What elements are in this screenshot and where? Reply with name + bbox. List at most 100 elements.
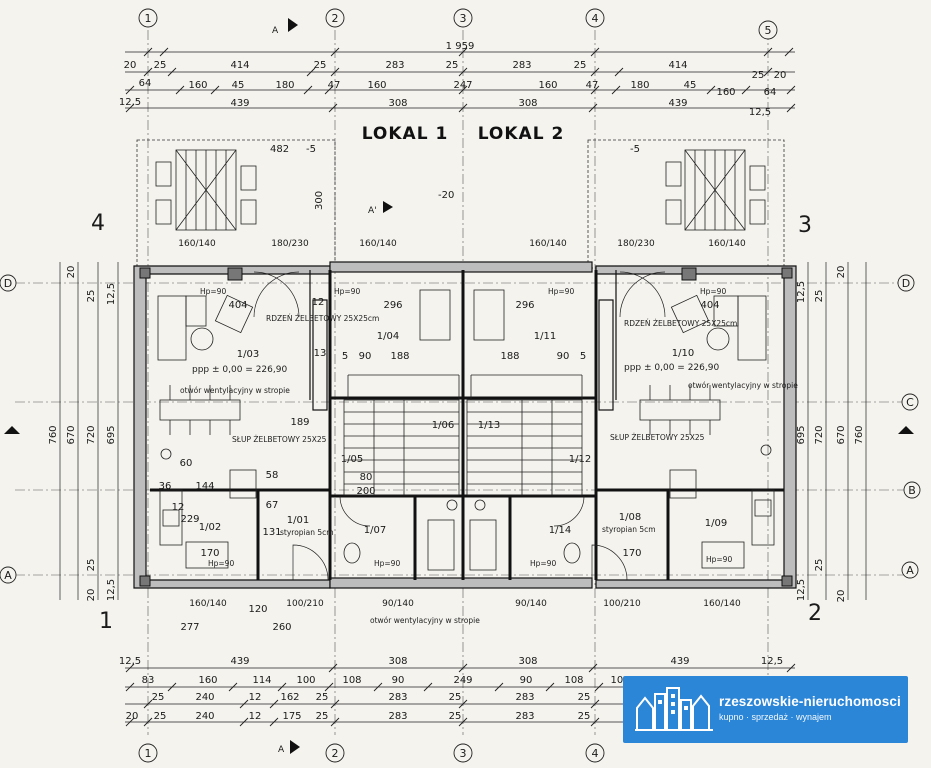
dim-top-r1: 25 (154, 60, 167, 71)
corner-number-2: 2 (808, 601, 822, 626)
dim-left: 20 (86, 589, 97, 602)
corner-number-1: 1 (99, 609, 113, 634)
section-mark-top: A (272, 26, 279, 36)
note-hp: Hp=90 (200, 287, 226, 296)
inner-dim: 189 (290, 417, 309, 428)
dim-top-r2: 64 (139, 78, 152, 89)
dim-bottom-r4: 283 (515, 711, 534, 722)
dim-bottom-r4: 240 (195, 711, 214, 722)
dim-bottom-r2: 108 (342, 675, 361, 686)
dim-top-r2: 180 (275, 80, 294, 91)
dim-left: 12,5 (106, 283, 117, 305)
inner-dim: 13 (314, 348, 327, 359)
dim-top-r1: 20 (124, 60, 137, 71)
room-1-14: 1/14 (549, 525, 571, 536)
inner-dim: 200 (356, 486, 375, 497)
inner-dim: 170 (200, 548, 219, 559)
dim-top-r2: 47 (586, 80, 599, 91)
dim-bottom-r2: 83 (142, 675, 155, 686)
note-hp: Hp=90 (374, 559, 400, 568)
opening-label: 90/140 (382, 599, 414, 609)
axis-right-a: A (906, 564, 914, 577)
terrace-dim: 482 (270, 144, 289, 155)
dim-top-r2: 45 (684, 80, 697, 91)
dim-top-r1: 283 (512, 60, 531, 71)
corner-number-3: 3 (798, 213, 812, 238)
dim-top-r2: 160 (716, 87, 735, 98)
dim-left: 12,5 (106, 579, 117, 601)
inner-dim: 296 (515, 300, 534, 311)
room-1-12: 1/12 (569, 454, 591, 465)
lokal-2-label: LOKAL 2 (478, 124, 565, 144)
dim-top-r1: 25 (574, 60, 587, 71)
dim-top-r2: 160 (188, 80, 207, 91)
room-1-09: 1/09 (705, 518, 727, 529)
inner-dim: 12 (312, 297, 325, 308)
inner-dim: 5 (342, 351, 348, 362)
axis-bottom-2: 2 (332, 747, 339, 760)
dim-left: 760 (48, 425, 59, 444)
terrace-dim: -5 (630, 144, 640, 155)
terrace-dim: -5 (306, 144, 316, 155)
axis-right-b: B (908, 484, 916, 497)
inner-dim: 277 (180, 622, 199, 633)
note-hp: Hp=90 (548, 287, 574, 296)
opening-label: 180/230 (617, 239, 655, 249)
logo-mark-icon (635, 687, 713, 731)
axis-right-c: C (906, 396, 914, 409)
dim-top-r1: 25 (314, 60, 327, 71)
room-1-06: 1/06 (432, 420, 454, 431)
dim-bottom-r1: 12,5 (119, 656, 141, 667)
note-rdzen-right: RDZEŃ ŻELBETOWY 25X25cm (624, 319, 737, 328)
dim-left: 25 (86, 559, 97, 572)
dim-bottom-r1: 439 (670, 656, 689, 667)
dim-top-r2: 247 (453, 80, 472, 91)
inner-dim: 120 (248, 604, 267, 615)
inner-dim: 67 (266, 500, 279, 511)
dim-bottom-r4: 25 (154, 711, 167, 722)
dim-bottom-r2: 100 (296, 675, 315, 686)
dim-total: 1 959 (446, 41, 475, 52)
dim-bottom-r1: 12,5 (761, 656, 783, 667)
dim-top-r1: 25 (446, 60, 459, 71)
dim-bottom-r3: 25 (152, 692, 165, 703)
inner-dim: 36 (159, 481, 172, 492)
note-styropian-right: styropian 5cm (602, 525, 656, 534)
dim-right: 760 (854, 425, 865, 444)
axis-top-3: 3 (460, 12, 467, 25)
dim-top-r2: 160 (538, 80, 557, 91)
note-hp: Hp=90 (334, 287, 360, 296)
inner-dim: 188 (390, 351, 409, 362)
note-hp: Hp=90 (706, 555, 732, 564)
dim-bottom-r3: 12 (249, 692, 262, 703)
note-styropian-left: styropian 5cm (280, 528, 334, 537)
dim-bottom-r2: 108 (564, 675, 583, 686)
room-1-05: 1/05 (341, 454, 363, 465)
axis-top-5: 5 (765, 24, 772, 37)
dim-right: 12,5 (796, 579, 807, 601)
dim-right: 720 (814, 425, 825, 444)
dim-bottom-r1: 308 (518, 656, 537, 667)
opening-label: 90/140 (515, 599, 547, 609)
opening-label: 160/140 (708, 239, 746, 249)
inner-dim: 58 (266, 470, 279, 481)
axis-bottom-4: 4 (592, 747, 599, 760)
opening-label: 100/210 (603, 599, 641, 609)
inner-dim: 60 (180, 458, 193, 469)
axis-right-d: D (902, 277, 910, 290)
dim-top-r1: 20 (774, 70, 787, 81)
dim-bottom-r4: 175 (282, 711, 301, 722)
dim-top-r1: 25 (752, 70, 765, 81)
dim-right: 20 (836, 266, 847, 279)
dim-bottom-r3: 25 (578, 692, 591, 703)
inner-dim: 260 (272, 622, 291, 633)
opening-label: 180/230 (271, 239, 309, 249)
dim-top-r3: 308 (388, 98, 407, 109)
dim-top-r2: 45 (232, 80, 245, 91)
dim-bottom-r2: 100 (610, 675, 629, 686)
dim-top-r3: 308 (518, 98, 537, 109)
axis-left-a: A (4, 569, 12, 582)
inner-dim: 188 (500, 351, 519, 362)
axis-top-1: 1 (145, 12, 152, 25)
